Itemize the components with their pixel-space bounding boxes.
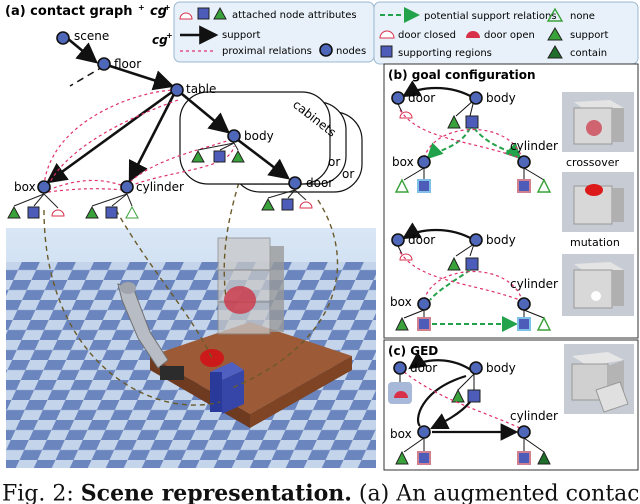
legend-door-open: door open [484, 30, 535, 41]
mutation-label: mutation [570, 236, 620, 249]
caption-fig: Fig. 2: [2, 481, 81, 504]
legend-door-closed: door closed [398, 30, 456, 41]
figure-caption: Fig. 2: Scene representation. (a) An aug… [2, 474, 638, 504]
node-floor [97, 57, 111, 71]
panel-a-label: (a) contact graph [5, 4, 133, 19]
node-box [37, 180, 51, 194]
legend-none: none [570, 11, 595, 22]
legend-contain: contain [570, 48, 607, 59]
label-cylinder: cylinder [136, 180, 184, 194]
figure-canvas: (a) contact graph + cg + cg + or or cabi… [5, 1, 639, 471]
c-body: body [486, 361, 516, 375]
node-cylinder [120, 180, 134, 194]
label-body: body [244, 129, 274, 143]
c-box: box [390, 427, 412, 441]
b-top-body: body [486, 91, 516, 105]
thumbnail-bottom [562, 254, 634, 316]
caption-bold: Scene representation. [80, 480, 352, 504]
legend-support: support [222, 30, 260, 41]
legend-proximal: proximal relations [222, 46, 312, 57]
panel-c: (c) GED door body box cylinder [383, 339, 639, 471]
legend: attached node attributes support proxima… [173, 1, 639, 65]
graph-nodes [37, 31, 302, 194]
c-cylinder: cylinder [510, 409, 558, 423]
goal-graph-bottom: door body box cylinder [390, 222, 558, 332]
panel-a-subtitle-sup: + [166, 31, 173, 40]
b-top-box: box [392, 155, 414, 169]
cabinet-stack-text-1: or [342, 167, 354, 181]
ged-thumbnail [564, 344, 634, 414]
panel-c-label: (c) GED [388, 344, 438, 358]
proximal-edges [43, 89, 235, 193]
legend-attributes: attached node attributes [232, 10, 357, 21]
panel-a-subtitle: cg [152, 33, 168, 47]
b-bottom-cylinder: cylinder [510, 277, 558, 291]
legend-potential: potential support relations [424, 11, 557, 22]
b-top-door: door [408, 91, 435, 105]
node-table [170, 83, 184, 97]
panel-a-title-sup: + [164, 3, 171, 12]
node-body [227, 129, 241, 143]
panel-b: (b) goal configuration [383, 63, 639, 339]
label-floor: floor [114, 57, 141, 71]
label-table: table [186, 82, 216, 96]
legend-support-attr: support [570, 30, 608, 41]
caption-text: (a) An augmented contact graph [358, 481, 638, 504]
node-attributes-a [7, 142, 313, 219]
crossover-label: crossover [566, 156, 620, 169]
legend-supporting-regions: supporting regions [398, 48, 492, 59]
label-box: box [14, 180, 36, 194]
goal-graph-top: door body box cylinder [391, 80, 558, 193]
connector-curves [43, 165, 339, 406]
panel-a-label-sup: + [138, 3, 145, 12]
panel-a-title: cg [150, 4, 167, 19]
tree-edges [45, 36, 291, 184]
c-door: door [410, 361, 437, 375]
label-scene: scene [74, 29, 109, 43]
b-top-cylinder: cylinder [510, 139, 558, 153]
panel-b-label: (b) goal configuration [388, 68, 536, 82]
thumbnail-middle [562, 172, 634, 232]
scene-render [6, 228, 376, 468]
cabinet-stack-text-2: or [328, 155, 340, 169]
b-bottom-box: box [390, 295, 412, 309]
b-bottom-body: body [486, 233, 516, 247]
node-scene [56, 31, 70, 45]
thumbnail-top [562, 92, 634, 152]
b-bottom-door: door [408, 233, 435, 247]
legend-nodes: nodes [336, 46, 366, 57]
node-door [288, 176, 302, 190]
label-door: door [306, 176, 333, 190]
